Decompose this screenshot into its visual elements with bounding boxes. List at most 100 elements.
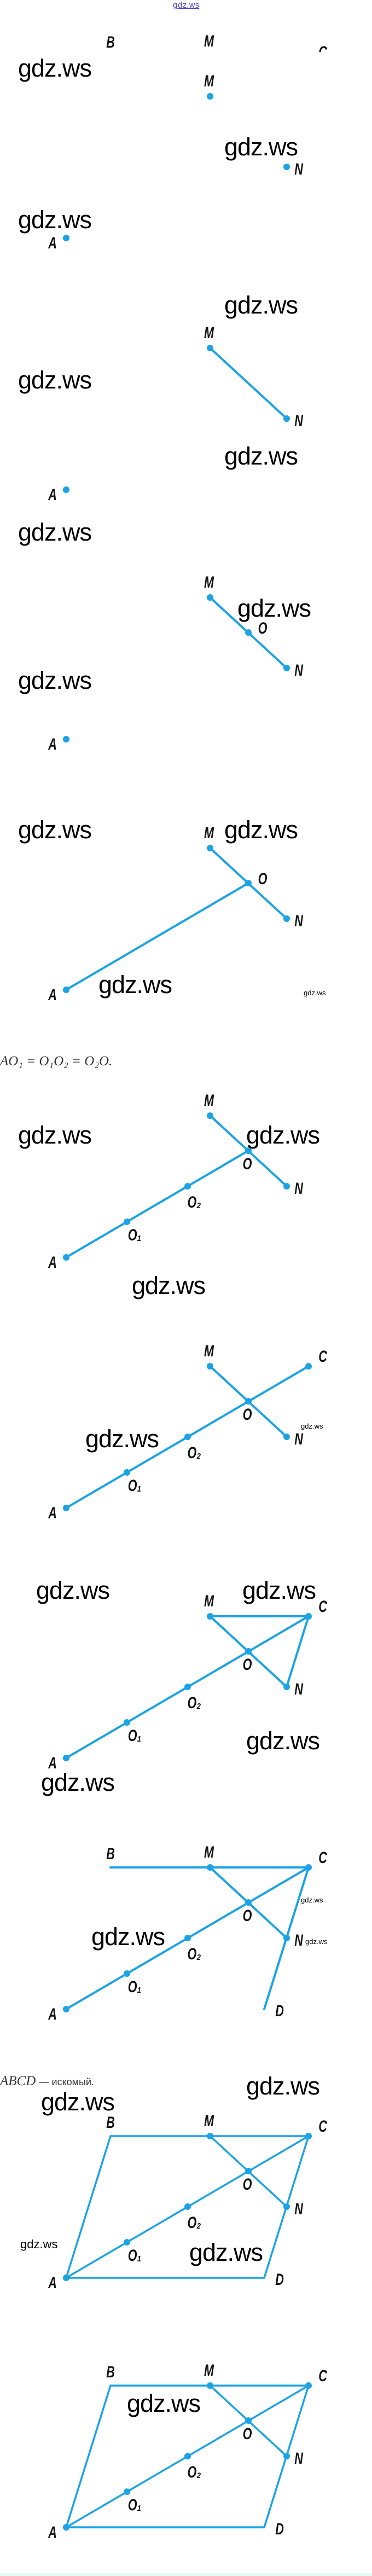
construction-step-5 [63, 1112, 290, 1261]
point-n [283, 665, 290, 671]
conclusion-formula: ABCD [0, 2074, 36, 2088]
equation-equal-segments: AO₁ = O₁O₂ = O₂O. [0, 1054, 113, 1069]
point-o [245, 1648, 252, 1655]
watermark: gdz.ws [91, 1923, 165, 1951]
point-label-m: M [204, 1843, 214, 1861]
point-o2 [184, 1434, 191, 1440]
point-a [63, 2275, 69, 2281]
point-label-n: N [294, 2200, 303, 2218]
point-label-b: B [106, 2363, 115, 2381]
point-label-o1: O₁ [127, 2496, 142, 2514]
point-n [283, 1684, 290, 1690]
point-label-a: A [48, 986, 57, 1004]
point-c [305, 2133, 312, 2139]
point-label-c: C [318, 1849, 327, 1867]
point-label-a: A [48, 1754, 57, 1772]
watermark: gdz.ws [301, 1422, 323, 1430]
construction-step-7 [63, 1613, 312, 1761]
construction-step-9 [63, 2133, 312, 2281]
point-label-a: A [48, 234, 57, 252]
point-label-c: C [318, 2367, 327, 2385]
point-label-o: O [242, 1155, 252, 1173]
point-o1 [124, 1719, 130, 1726]
point-m [207, 1864, 213, 1871]
point-m [207, 1112, 213, 1119]
point-label-m: M [204, 824, 214, 842]
point-c [305, 2382, 312, 2389]
point-o [245, 880, 252, 886]
watermark: gdz.ws [98, 971, 172, 999]
construction-step-2 [63, 345, 290, 493]
watermark: gdz.ws [246, 1121, 320, 1149]
point-label-o: O [242, 1907, 252, 1925]
watermark: gdz.ws [132, 1272, 206, 1299]
point-label-o1: O₁ [127, 1226, 142, 1244]
segment-ab [65, 2384, 112, 2528]
watermark: gdz.ws [301, 1896, 323, 1904]
point-label-n: N [294, 412, 303, 430]
watermark: gdz.ws [224, 442, 298, 470]
point-o2 [184, 2453, 191, 2459]
point-label-n: N [294, 160, 303, 178]
construction-step-3 [63, 594, 290, 742]
watermark: gdz.ws [18, 54, 92, 82]
point-label-d: D [275, 2520, 284, 2538]
site-link[interactable]: gdz.ws [172, 1, 200, 10]
point-label-n: N [294, 912, 303, 930]
watermark: gdz.ws [20, 2237, 58, 2251]
point-label-c: C [318, 2117, 327, 2136]
point-label-a: A [48, 2005, 57, 2023]
point-c [305, 1613, 312, 1620]
point-label-b: B [106, 33, 115, 51]
construction-step-8 [63, 1864, 312, 2012]
point-n [283, 2453, 290, 2459]
watermark: gdz.ws [305, 1937, 328, 1946]
point-n [283, 2203, 290, 2210]
partial-figure-top: B M C [0, 0, 372, 53]
point-label-m: M [204, 324, 214, 342]
point-label-m: M [204, 2362, 214, 2380]
point-label-m: M [204, 72, 214, 90]
point-o [245, 629, 252, 636]
point-label-o2: O₂ [187, 1945, 201, 1963]
watermark: gdz.ws [36, 1576, 110, 1604]
point-label-o2: O₂ [187, 2463, 201, 2481]
watermark: gdz.ws [304, 989, 326, 997]
point-o [245, 1899, 252, 1906]
point-label-o2: O₂ [187, 1694, 201, 1712]
point-m [207, 1613, 213, 1620]
point-o1 [124, 2488, 130, 2495]
point-label-n: N [294, 1680, 303, 1698]
watermark: gdz.ws [224, 816, 298, 844]
point-label-o: O [242, 2425, 252, 2443]
conclusion-label: — искомый. [39, 2076, 95, 2087]
point-m [207, 1363, 213, 1370]
point-label-o1: O₁ [127, 2247, 142, 2265]
point-label-m: M [204, 573, 214, 591]
point-label-o: O [242, 2175, 252, 2194]
point-a [63, 1755, 69, 1761]
point-m [207, 93, 213, 100]
point-o1 [124, 1219, 130, 1225]
point-n [283, 1935, 290, 1941]
point-label-a: A [48, 486, 57, 504]
point-a [63, 1254, 69, 1261]
construction-step-1 [63, 93, 290, 241]
watermark: gdz.ws [18, 816, 92, 844]
watermark: gdz.ws [246, 2072, 320, 2100]
bottom-strip [0, 2573, 372, 2576]
point-m [207, 2382, 213, 2389]
point-o2 [184, 1935, 191, 1941]
construction-step-10 [63, 2382, 312, 2531]
point-o [245, 2168, 252, 2174]
point-label-o1: O₁ [127, 1477, 142, 1495]
point-label-b: B [106, 1845, 115, 1863]
watermark: gdz.ws [189, 2238, 263, 2266]
point-o1 [124, 1970, 130, 1977]
watermark: gdz.ws [242, 1576, 316, 1604]
segment-ao [65, 882, 249, 991]
point-c [305, 1864, 312, 1871]
point-label-m: M [204, 2112, 214, 2130]
construction-step-4 [63, 845, 290, 993]
point-o [245, 1398, 252, 1405]
